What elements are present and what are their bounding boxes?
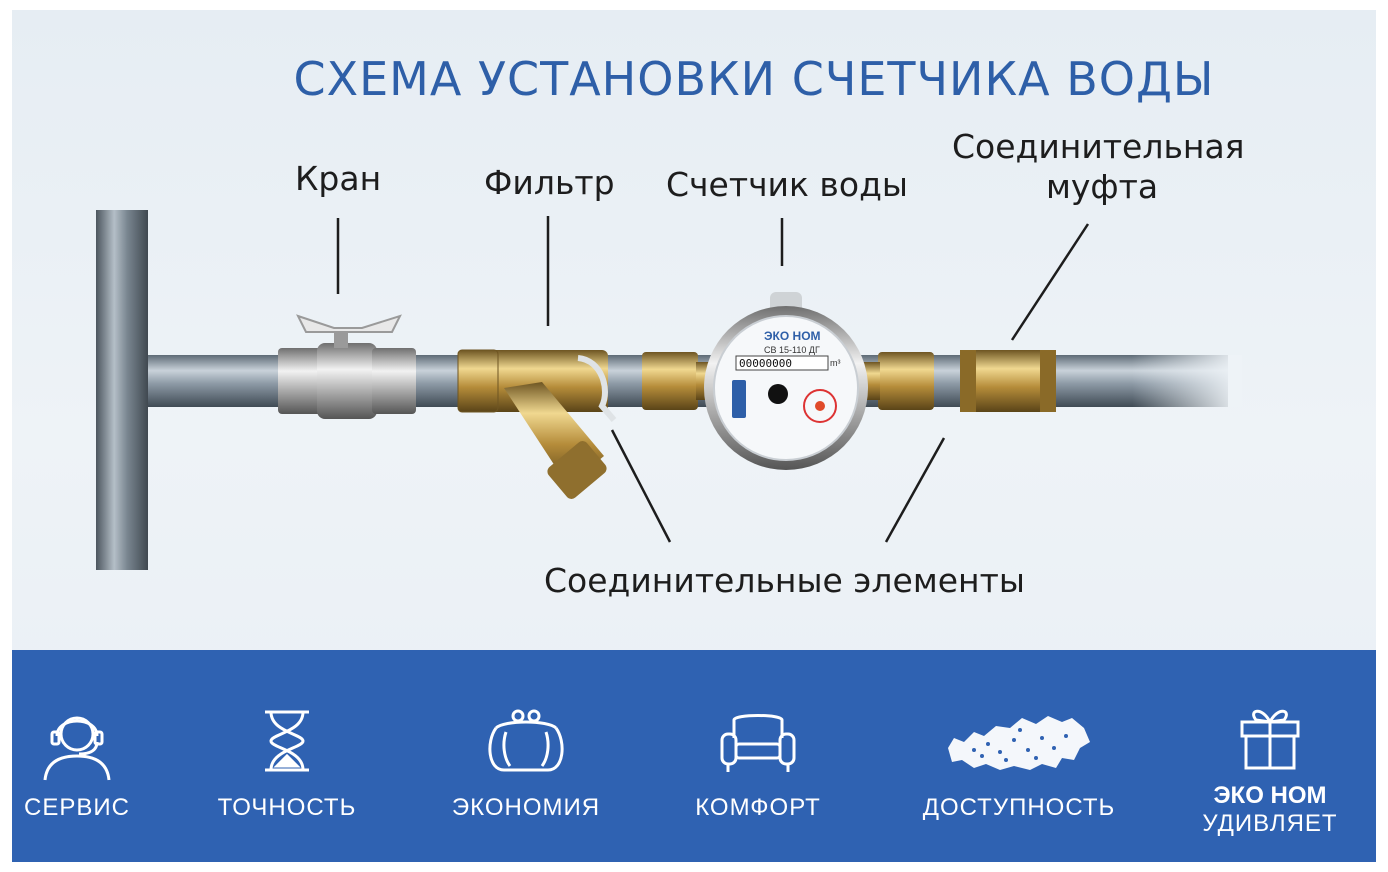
meter-brand: ЭКО НОМ — [764, 329, 821, 343]
pipe-diagram: ЭКО НОМ СВ 15-110 ДГ 00000000 m³ — [96, 210, 1242, 570]
russia-map-icon — [948, 716, 1090, 770]
brand-block: ЭКО НОМ УДИВЛЯЕТ — [1190, 650, 1350, 862]
brand-name: ЭКО НОМ — [1213, 782, 1327, 809]
meter-model: СВ 15-110 ДГ — [764, 345, 820, 355]
feature-label: ТОЧНОСТЬ — [217, 794, 357, 821]
feature-economy: ЭКОНОМИЯ — [446, 650, 606, 862]
armchair-icon — [720, 714, 796, 772]
installation-card: СХЕМА УСТАНОВКИ СЧЕТЧИКА ВОДЫ — [12, 10, 1376, 862]
vertical-riser-pipe — [96, 210, 148, 570]
feature-label: КОМФОРТ — [695, 794, 821, 821]
label-filter: Фильтр — [484, 163, 615, 202]
feature-label: ЭКОНОМИЯ — [451, 794, 601, 821]
strainer-filter — [457, 349, 617, 499]
label-coupling-line1: Соединительная — [952, 127, 1245, 166]
feature-availability: ДОСТУПНОСТЬ — [912, 650, 1126, 862]
brand-slogan: УДИВЛЯЕТ — [1202, 810, 1338, 837]
coupling-pointer — [1010, 223, 1090, 341]
hourglass-icon — [265, 710, 309, 772]
headset-operator-icon — [43, 716, 111, 781]
label-connectors: Соединительные элементы — [544, 561, 1025, 600]
connector-pointer-right — [884, 437, 946, 543]
water-meter: ЭКО НОМ СВ 15-110 ДГ 00000000 m³ — [704, 292, 868, 470]
meter-unit: m³ — [830, 358, 841, 368]
connector-pointer-left — [610, 429, 672, 543]
ball-valve — [278, 314, 416, 419]
feature-accuracy: ТОЧНОСТЬ — [212, 650, 362, 862]
label-meter: Счетчик воды — [666, 165, 908, 204]
feature-service: СЕРВИС — [22, 650, 132, 862]
gift-icon — [1240, 709, 1300, 770]
coupling-sleeve — [960, 350, 1056, 412]
label-tap: Кран — [295, 159, 382, 198]
label-coupling-line2: муфта — [1046, 167, 1159, 206]
meter-counter: 00000000 — [739, 357, 792, 370]
page-title: СХЕМА УСТАНОВКИ СЧЕТЧИКА ВОДЫ — [293, 52, 1215, 106]
features-bar: СЕРВИС ТОЧНОСТЬ ЭКОНОМИЯ — [12, 650, 1376, 862]
feature-label: СЕРВИС — [24, 794, 130, 821]
feature-label: ДОСТУПНОСТЬ — [922, 794, 1116, 821]
meter-inlet-nut — [642, 352, 698, 410]
purse-icon — [488, 709, 564, 772]
feature-comfort: КОМФОРТ — [688, 650, 828, 862]
meter-outlet-nut — [878, 352, 934, 410]
pointer-lines — [336, 216, 1090, 543]
